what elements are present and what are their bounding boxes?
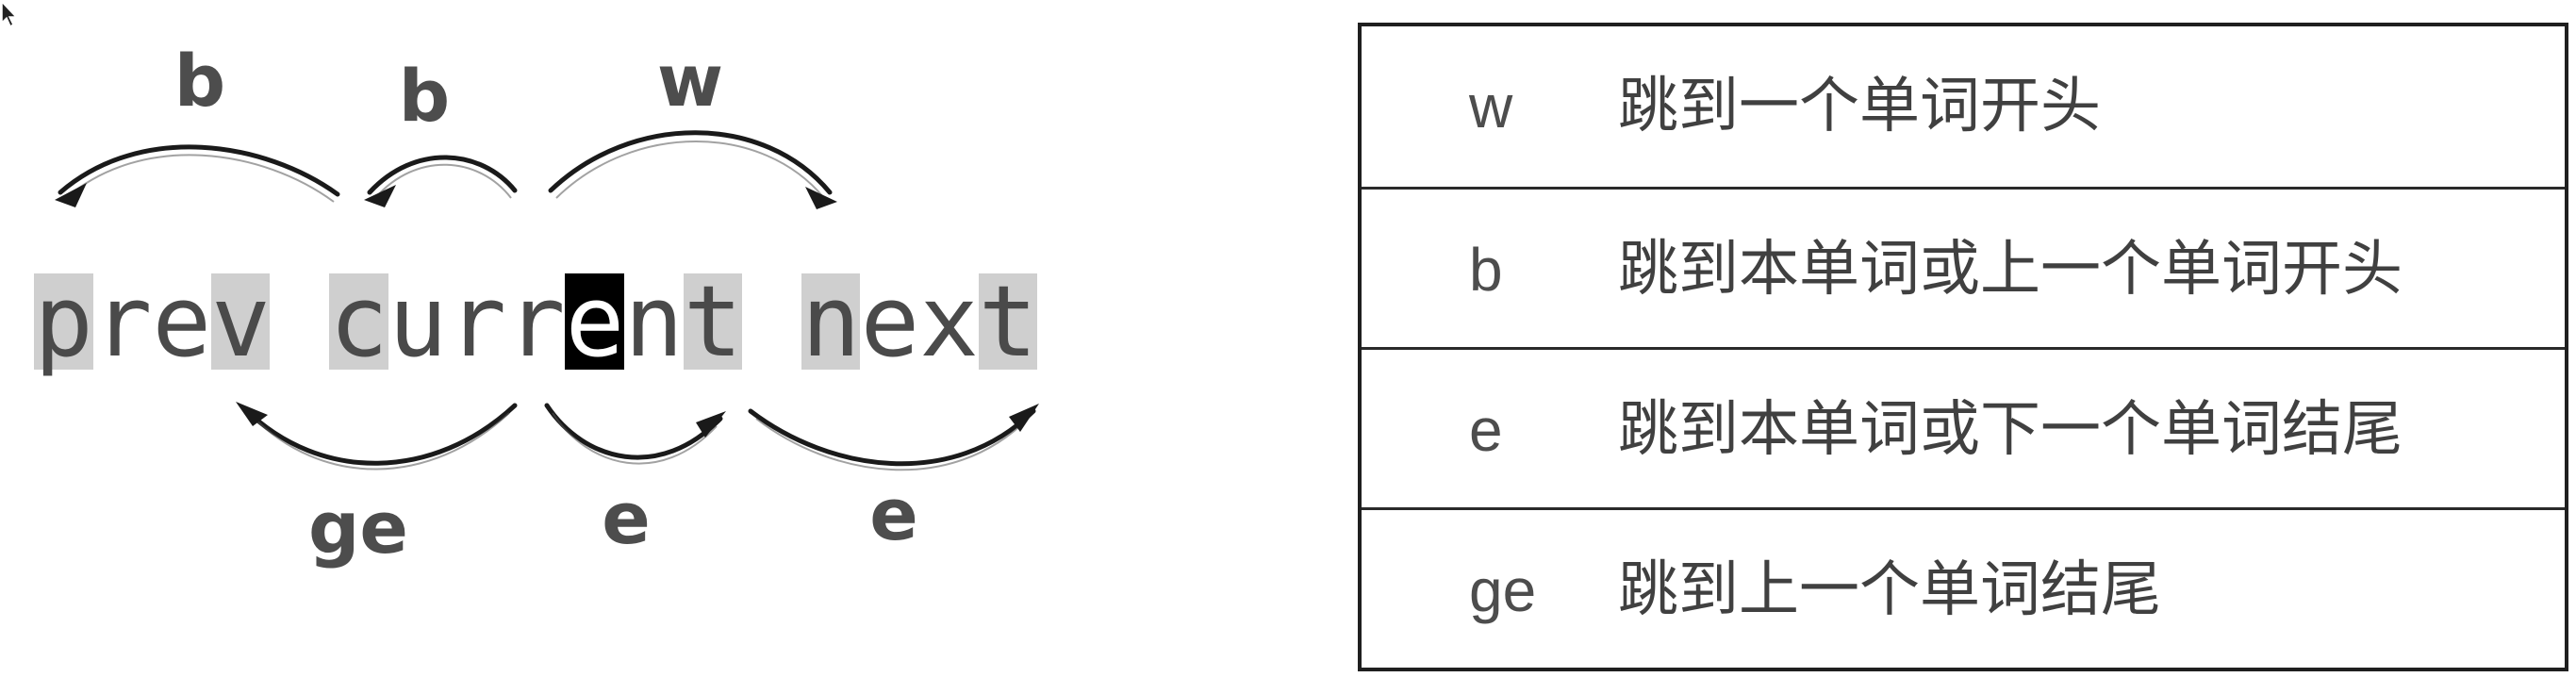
word-char: v [210, 264, 271, 379]
arrow-label-b2: b [399, 54, 450, 138]
table-row: w 跳到一个单词开头 [1362, 26, 2565, 187]
word-char: u [388, 264, 448, 379]
word-char: r [506, 264, 566, 379]
arrow-label-b1: b [174, 39, 225, 123]
motion-description: 跳到本单词或下一个单词结尾 [1618, 395, 2403, 465]
motion-table: w 跳到一个单词开头 b 跳到本单词或上一个单词开头 e 跳到本单词或下一个单词结尾 ge 跳… [1358, 23, 2568, 671]
arrow-b-current: b [364, 54, 518, 207]
arrow-e-current: e [544, 403, 726, 560]
word-char: e [860, 264, 920, 379]
arrow-w: w [548, 39, 837, 209]
motion-description: 跳到一个单词开头 [1618, 72, 2101, 141]
motion-key: w [1469, 73, 1513, 140]
word-char: c [328, 264, 388, 379]
word-char: e [152, 264, 211, 379]
table-row: b 跳到本单词或上一个单词开头 [1362, 187, 2565, 350]
arrow-label-e2: e [869, 472, 918, 556]
motion-key: e [1469, 396, 1503, 464]
table-row: e 跳到本单词或下一个单词结尾 [1362, 347, 2565, 510]
motion-key: ge [1469, 556, 1537, 624]
mouse-pointer-icon [1, 0, 18, 28]
sample-words: prev current next [34, 273, 1037, 371]
motion-arrows: b b w ge e [55, 39, 1039, 570]
table-row: ge 跳到上一个单词结尾 [1362, 507, 2565, 670]
motion-key: b [1469, 236, 1503, 304]
word-char: r [447, 264, 506, 379]
word-char: r [92, 264, 153, 379]
arrow-label-e1: e [602, 476, 651, 560]
word-char: n [801, 264, 861, 379]
word-char: p [34, 264, 93, 379]
word-space [742, 273, 801, 370]
word-char: x [919, 264, 979, 379]
arrow-label-w: w [657, 39, 723, 123]
word-current: current [328, 264, 742, 379]
word-char: t [683, 264, 742, 379]
motion-description: 跳到上一个单词结尾 [1618, 555, 2161, 625]
cursor-char: e [565, 264, 624, 379]
arrow-e-next: e [748, 404, 1039, 556]
arrow-ge: ge [236, 402, 518, 570]
arrow-label-ge: ge [308, 486, 408, 570]
motion-description: 跳到本单词或上一个单词开头 [1618, 235, 2403, 305]
word-char: t [978, 264, 1037, 379]
word-prev: prev [34, 264, 271, 379]
arrow-b-prev: b [55, 39, 340, 207]
word-next: next [801, 264, 1037, 379]
word-char: n [624, 264, 684, 379]
word-space [270, 273, 329, 370]
motion-diagram: b b w ge e [0, 0, 1094, 694]
